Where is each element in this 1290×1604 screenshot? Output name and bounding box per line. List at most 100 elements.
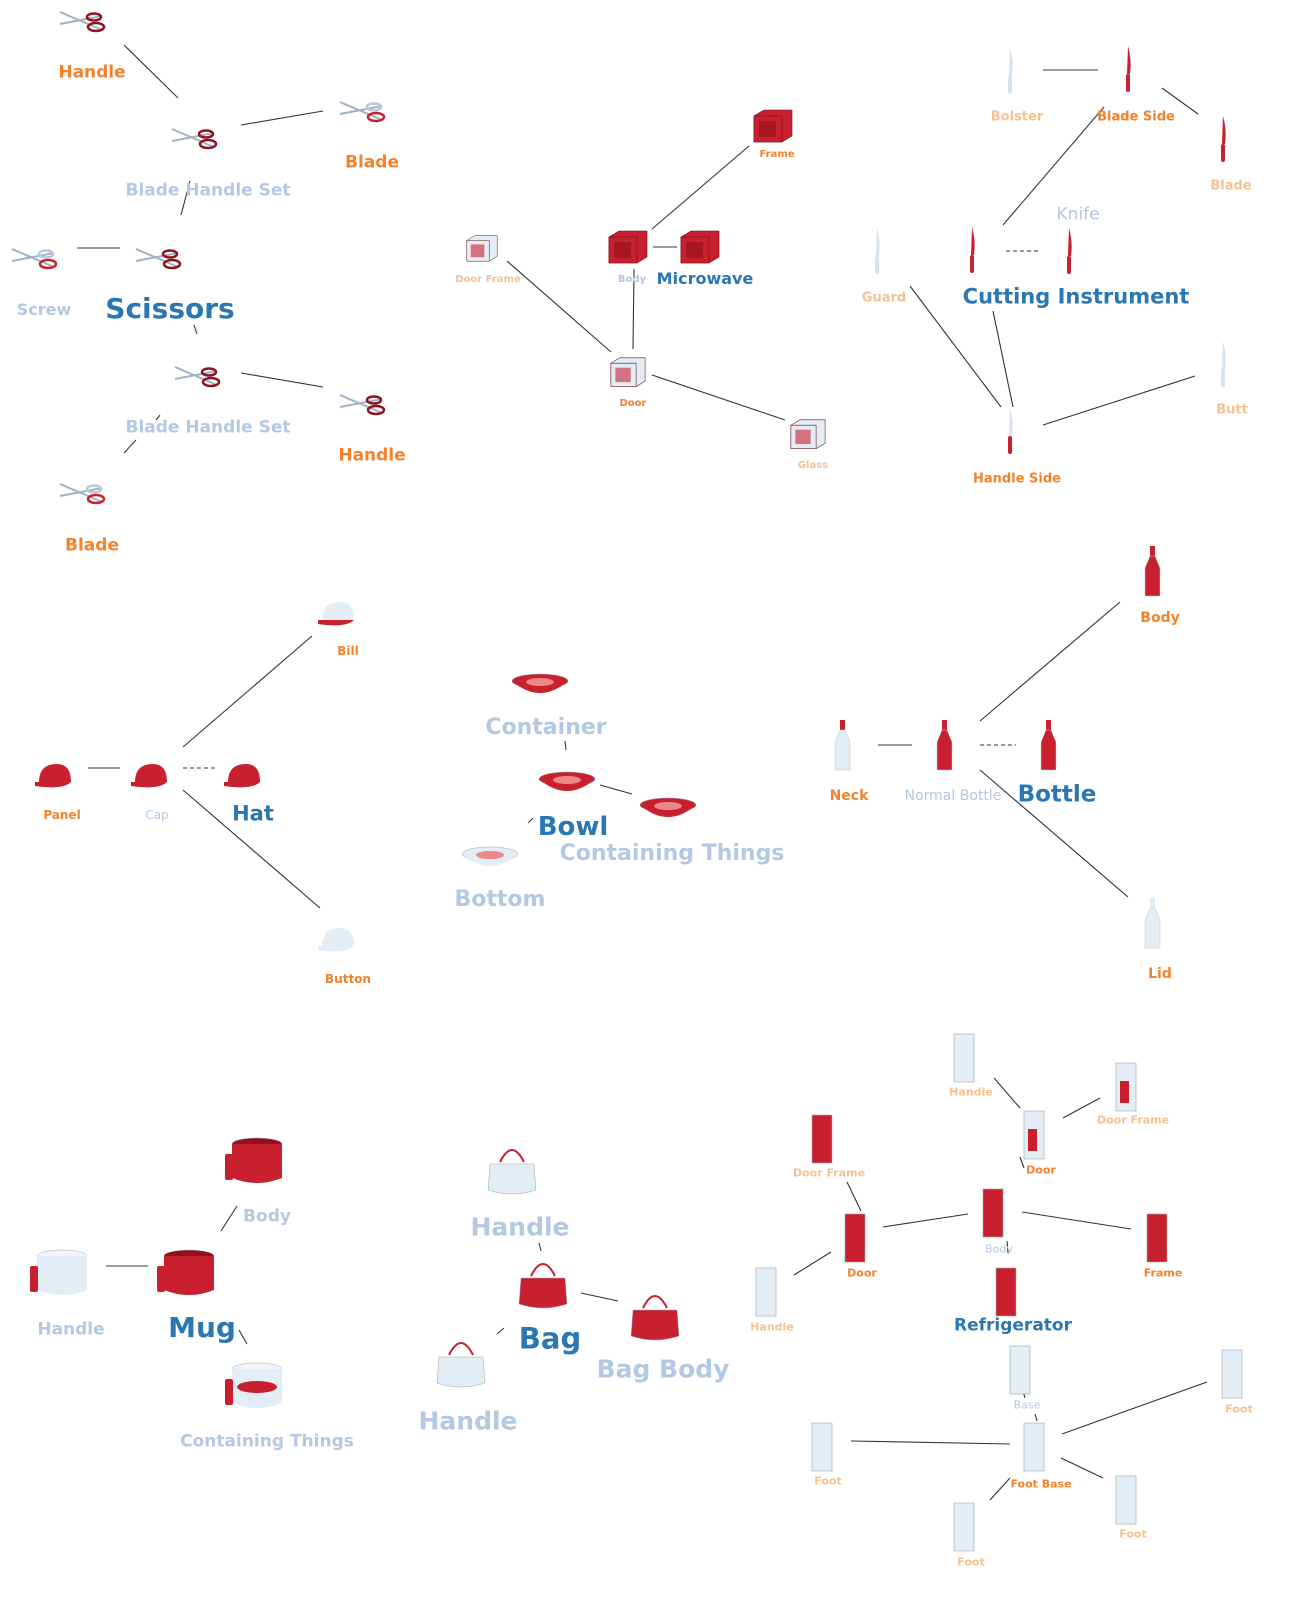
fridge-foot-label-4: Foot — [957, 1555, 985, 1569]
graph-edge — [155, 414, 161, 421]
graph-edge — [220, 1205, 238, 1232]
scissors-blade-handle-set-label: Blade Handle Set — [125, 180, 291, 201]
fridge-door-label-2: Door — [847, 1266, 877, 1280]
bag-icon — [436, 1342, 486, 1388]
graph-edge — [1062, 1097, 1101, 1119]
knife-guard-label: Guard — [861, 290, 907, 306]
microwave-glass-label: Glass — [797, 460, 829, 471]
fridge-icon — [1221, 1349, 1243, 1399]
graph-edge — [1061, 1381, 1208, 1435]
scissors-blade-handle-set-label-2: Blade Handle Set — [125, 417, 291, 438]
microwave-door-label: Door — [619, 398, 647, 409]
hat-bill-label: Bill — [337, 644, 359, 658]
fridge-icon — [1023, 1110, 1045, 1160]
bowl-container-label: Container — [485, 715, 607, 740]
mug-containing-things-label: Containing Things — [180, 1431, 354, 1452]
graph-edge — [180, 180, 191, 216]
fridge-icon — [953, 1502, 975, 1552]
graph-edge — [1019, 1156, 1025, 1169]
mug-icon — [157, 1249, 215, 1295]
scissors-icon — [174, 366, 221, 388]
graph-edge — [632, 268, 635, 350]
hat-cap-label: Cap — [145, 808, 169, 822]
knife-handle-side-label: Handle Side — [973, 471, 1061, 487]
mug-icon — [225, 1137, 283, 1183]
graph-edge — [1042, 375, 1196, 426]
graph-edge — [979, 769, 1129, 898]
scissors-icon — [135, 248, 182, 270]
bag-handle-label-2: Handle — [418, 1406, 518, 1436]
bag-handle-label: Handle — [470, 1212, 570, 1242]
bottle-neck-label: Neck — [829, 788, 869, 804]
graph-edge — [882, 1213, 969, 1228]
fridge-icon — [953, 1033, 975, 1083]
graph-edge — [506, 260, 612, 353]
box-icon — [680, 230, 720, 264]
graph-edge — [1021, 1211, 1132, 1230]
bag-body-label: Bag Body — [596, 1354, 730, 1384]
scissors-category-label: Scissors — [105, 292, 235, 325]
bowl-icon — [461, 846, 519, 866]
graph-edge — [651, 374, 786, 421]
fridge-icon — [1115, 1062, 1137, 1112]
scissors-icon — [171, 128, 218, 150]
graph-edge — [1034, 1413, 1038, 1422]
hat-category-label: Hat — [232, 801, 274, 826]
fridge-icon — [811, 1114, 833, 1164]
box-icon — [610, 357, 646, 387]
bottle-category-label: Bottle — [1017, 781, 1097, 808]
graph-edge — [846, 1181, 862, 1212]
graph-edge — [538, 1242, 542, 1252]
cap-icon — [318, 928, 354, 952]
bag-icon — [518, 1263, 568, 1309]
scissors-icon — [59, 483, 106, 505]
knife-bolster-label: Bolster — [990, 109, 1044, 125]
microwave-door-frame-label: Door Frame — [455, 274, 521, 285]
fridge-handle-label: Handle — [949, 1085, 993, 1099]
fridge-foot-label-2: Foot — [814, 1474, 842, 1488]
fridge-frame-label: Frame — [1143, 1266, 1183, 1280]
knife-blade-label: Blade — [1210, 178, 1252, 194]
scissors-screw-label: Screw — [16, 300, 72, 319]
mug-icon — [225, 1362, 283, 1408]
bag-category-label: Bag — [518, 1321, 582, 1356]
knife-icon — [1221, 116, 1226, 162]
graph-edge — [989, 1477, 1011, 1501]
mug-handle-label: Handle — [37, 1319, 105, 1340]
microwave-category-label: Microwave — [656, 269, 754, 288]
cap-icon — [35, 764, 71, 788]
bowl-icon — [538, 771, 596, 791]
graph-edge — [238, 1329, 248, 1345]
graph-edge — [564, 740, 567, 751]
fridge-door-label: Door — [1026, 1163, 1056, 1177]
mug-category-label: Mug — [168, 1311, 236, 1344]
graph-edge — [1002, 106, 1105, 226]
bottle-icon — [834, 720, 851, 771]
fridge-foot-base-label: Foot Base — [1010, 1477, 1072, 1491]
bowl-bottom-label: Bottom — [454, 887, 546, 912]
bowl-containing-things-label: Containing Things — [559, 841, 785, 866]
bowl-icon — [511, 673, 569, 693]
knife-icon — [1008, 408, 1013, 454]
fridge-door-frame-label: Door Frame — [1096, 1113, 1170, 1127]
knife-icon — [875, 228, 880, 274]
graph-edge — [182, 635, 313, 748]
bottle-icon — [936, 720, 953, 771]
graph-edge — [240, 110, 324, 126]
fridge-foot-label: Foot — [1225, 1402, 1253, 1416]
scissors-handle-label-2: Handle — [338, 445, 406, 466]
scissors-blade-label: Blade — [345, 152, 399, 173]
knife-icon — [1126, 46, 1131, 92]
fridge-icon — [982, 1188, 1004, 1238]
fridge-category-label: Refrigerator — [954, 1315, 1072, 1336]
cap-icon — [224, 764, 260, 788]
bottle-lid-label: Lid — [1148, 966, 1172, 982]
scissors-blade-label-2: Blade — [65, 535, 119, 556]
bowl-icon — [639, 797, 697, 817]
graph-edge — [850, 1440, 1011, 1445]
fridge-icon — [844, 1213, 866, 1263]
box-icon — [608, 230, 648, 264]
graph-edge — [793, 1251, 832, 1276]
knife-blade-side-label: Blade Side — [1097, 109, 1175, 125]
